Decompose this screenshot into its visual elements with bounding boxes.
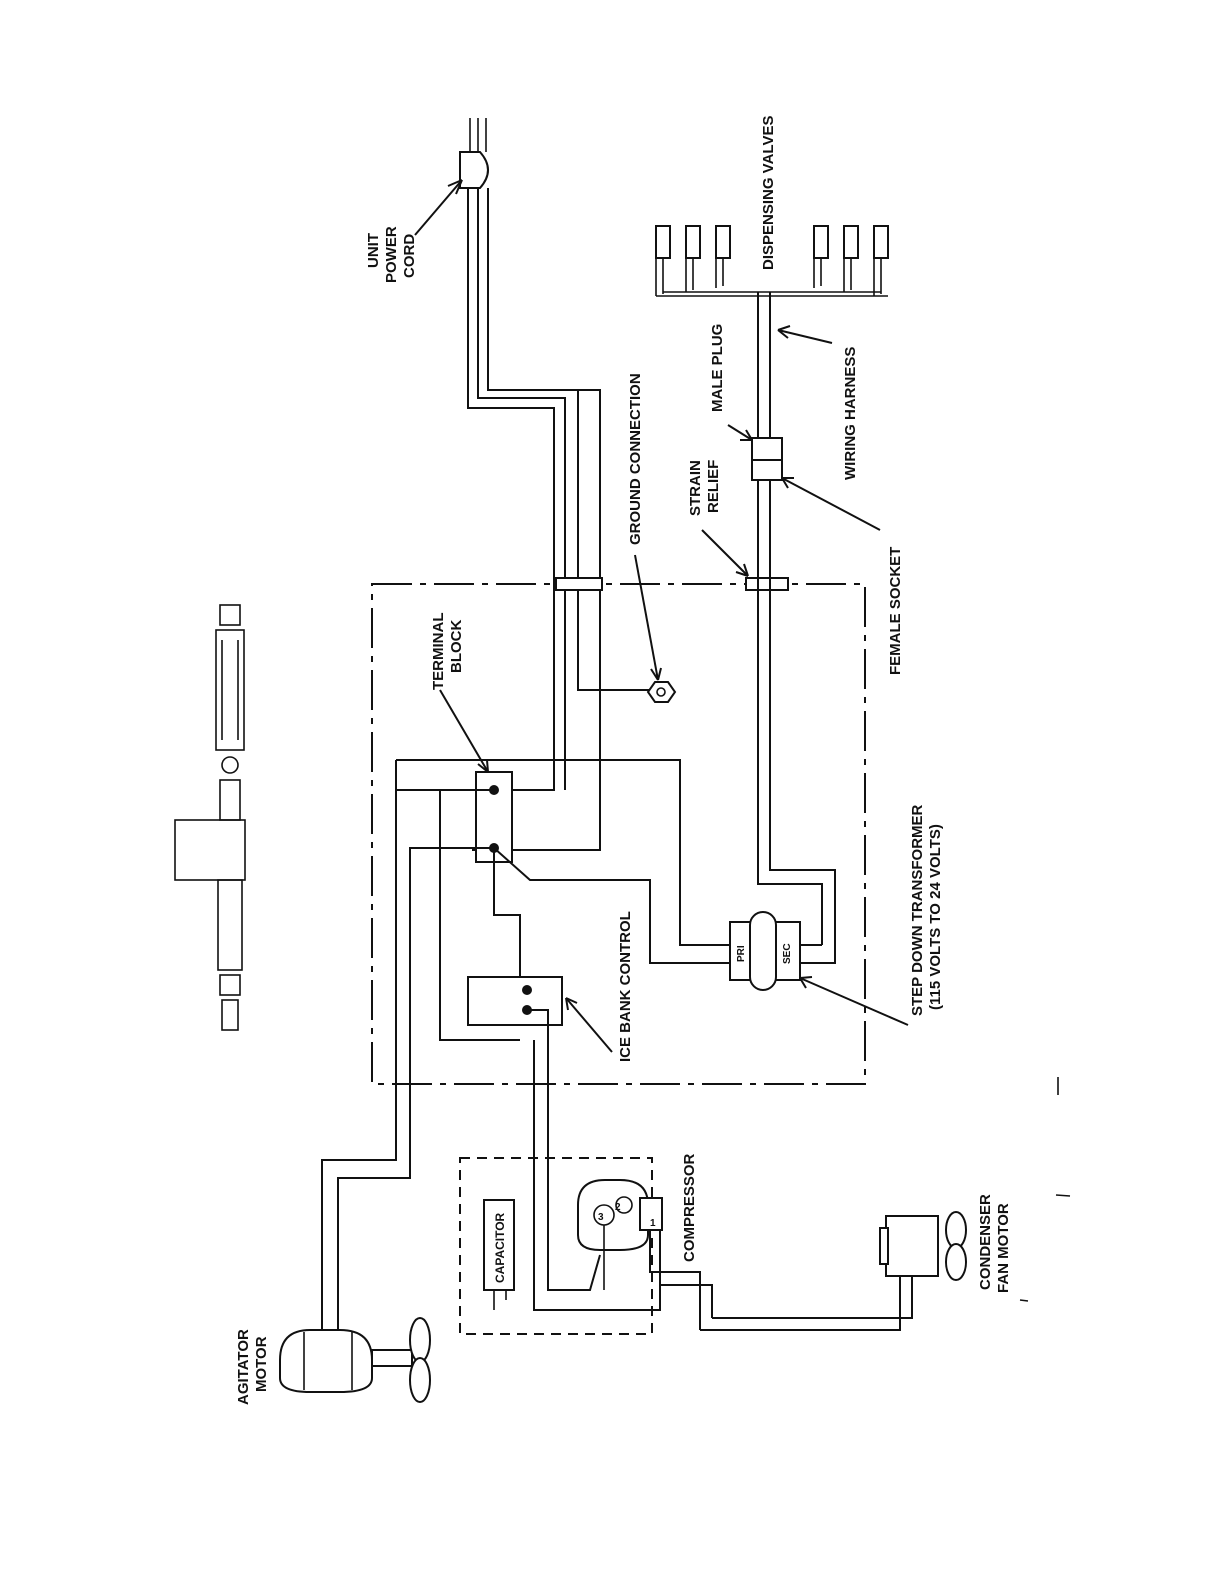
internal-wiring bbox=[396, 760, 730, 1084]
label-male-plug: MALE PLUG bbox=[709, 324, 726, 412]
label-terminal-block-line2: BLOCK bbox=[448, 620, 465, 673]
label-ice-bank-control: ICE BANK CONTROL bbox=[617, 911, 634, 1062]
step-down-transformer: PRI SEC bbox=[730, 912, 800, 990]
male-plug bbox=[752, 438, 782, 460]
label-compressor: COMPRESSOR bbox=[681, 1153, 698, 1262]
label-unit-power-cord-line1: UNIT bbox=[365, 233, 382, 268]
female-socket bbox=[752, 460, 782, 480]
label-strain-relief-line2: RELIEF bbox=[705, 460, 722, 513]
label-condenser-fan-motor-line1: CONDENSER bbox=[977, 1194, 994, 1290]
wiring-harness bbox=[758, 292, 835, 963]
transformer-secondary-mark: SEC bbox=[782, 943, 793, 964]
label-terminal-block-line1: TERMINAL bbox=[430, 613, 447, 691]
label-agitator-motor: AGITATOR MOTOR bbox=[235, 1329, 270, 1405]
label-step-down-transformer: STEP DOWN TRANSFORMER (115 VOLTS TO 24 V… bbox=[909, 804, 944, 1016]
label-female-socket: FEMALE SOCKET bbox=[887, 547, 904, 675]
condenser-fan-motor bbox=[700, 1212, 966, 1330]
ground-connection-nut bbox=[648, 682, 675, 702]
label-agitator-motor-line2: MOTOR bbox=[253, 1336, 270, 1392]
label-strain-relief: STRAIN RELIEF bbox=[687, 460, 722, 516]
unit-power-cord bbox=[460, 118, 652, 850]
label-strain-relief-line1: STRAIN bbox=[687, 460, 704, 516]
label-unit-power-cord-line3: CORD bbox=[401, 234, 418, 278]
label-wiring-harness: WIRING HARNESS bbox=[842, 347, 859, 480]
label-condenser-fan-motor: CONDENSER FAN MOTOR bbox=[977, 1194, 1012, 1293]
strain-relief-power bbox=[556, 578, 602, 590]
compressor-terminal-1: 1 bbox=[650, 1218, 656, 1229]
label-unit-power-cord-line2: POWER bbox=[383, 226, 400, 283]
compressor-terminal-3: 3 bbox=[598, 1212, 604, 1223]
label-dispensing-valves: DISPENSING VALVES bbox=[760, 116, 777, 270]
label-step-down-transformer-line1: STEP DOWN TRANSFORMER bbox=[909, 804, 926, 1016]
label-condenser-fan-motor-line2: FAN MOTOR bbox=[995, 1203, 1012, 1293]
label-step-down-transformer-line2: (115 VOLTS TO 24 VOLTS) bbox=[927, 824, 944, 1010]
label-ground-connection: GROUND CONNECTION bbox=[627, 373, 644, 545]
compressor-terminal-2: 2 bbox=[615, 1202, 621, 1213]
label-terminal-block: TERMINAL BLOCK bbox=[430, 613, 465, 691]
component-sketch bbox=[175, 605, 245, 1030]
label-unit-power-cord: UNIT POWER CORD bbox=[365, 226, 418, 283]
capacitor-label: CAPACITOR bbox=[493, 1212, 507, 1283]
agitator-motor bbox=[280, 1318, 430, 1402]
strain-relief-harness bbox=[746, 578, 788, 590]
transformer-primary-mark: PRI bbox=[736, 945, 747, 962]
label-agitator-motor-line1: AGITATOR bbox=[235, 1329, 252, 1405]
stray-marks bbox=[1020, 1077, 1070, 1301]
